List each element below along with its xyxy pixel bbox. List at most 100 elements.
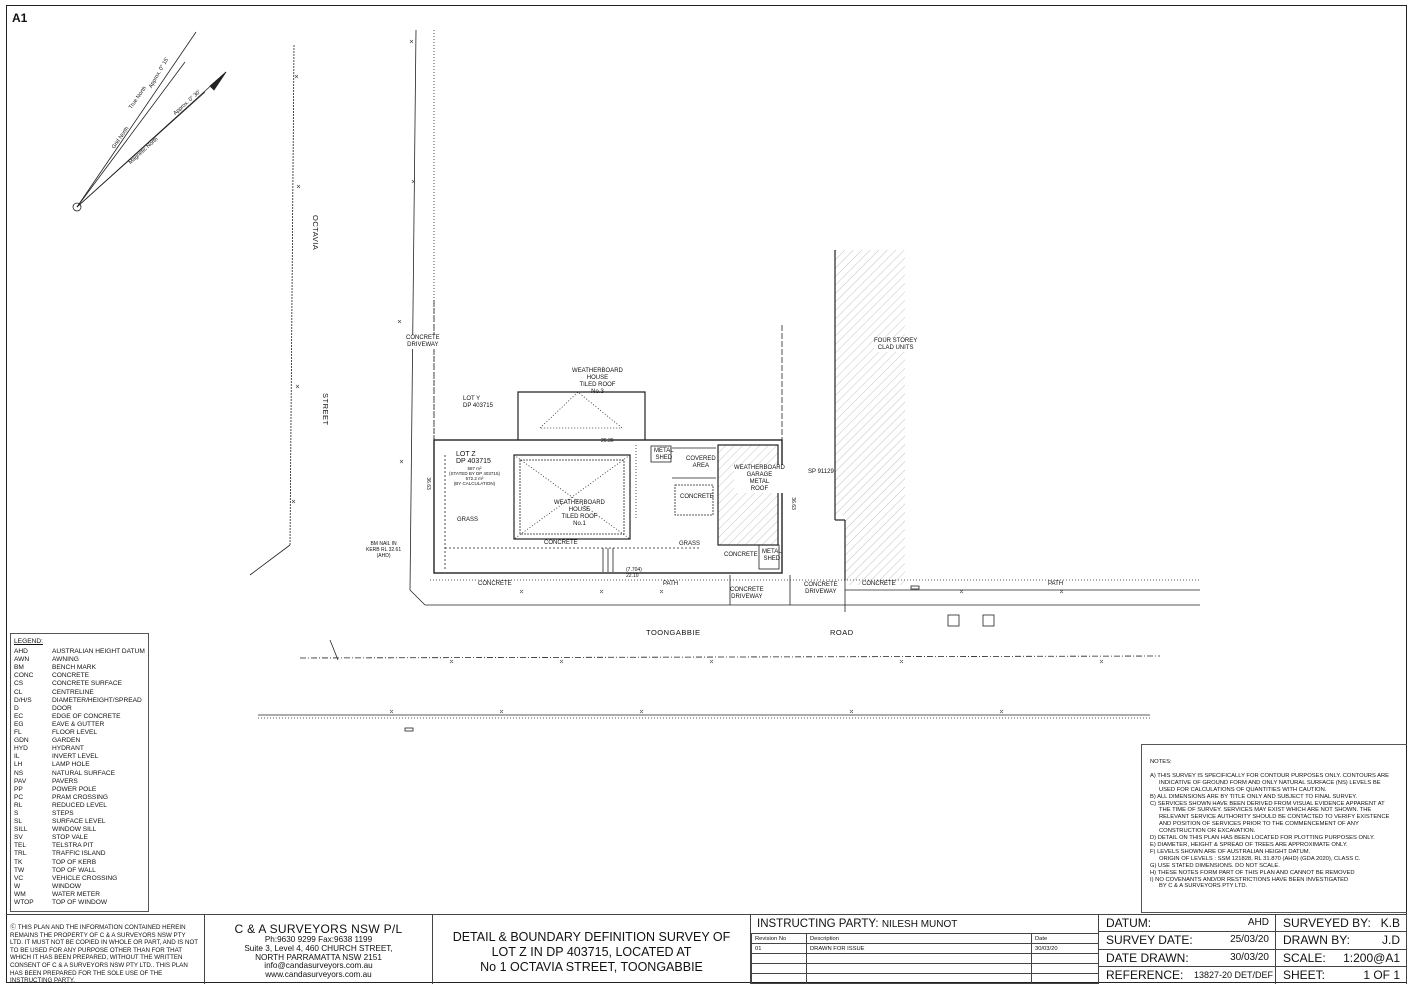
legend-desc: STEPS	[52, 809, 74, 817]
company-web: www.candasurveyors.com.au	[265, 970, 372, 980]
legend-abbr: SL	[14, 818, 23, 826]
concrete-label-4: CONCRETE	[478, 581, 512, 587]
revision-table: Revision No Description Date 01 DRAWN FO…	[751, 933, 1099, 984]
rev-row-rev: 01	[751, 943, 807, 954]
reference-value: 13827-20 DET/DEF	[1193, 969, 1273, 980]
legend-abbr: D/H/S	[14, 696, 32, 704]
title-block: Ⓒ THIS PLAN AND THE INFORMATION CONTAINE…	[6, 914, 1407, 984]
dim-right-label: 36.63	[789, 497, 796, 510]
note-line: THE TIME OF SURVEY. SERVICES MAY EXIST W…	[1159, 807, 1372, 814]
datum-label: DATUM:	[1106, 916, 1152, 930]
date-drawn-value: 30/03/20	[1230, 951, 1269, 963]
legend-abbr: GDN	[14, 737, 29, 745]
survey-title: DETAIL & BOUNDARY DEFINITION SURVEY OF L…	[433, 915, 751, 984]
note-line: A) THIS SURVEY IS SPECIFICALLY FOR CONTO…	[1150, 772, 1390, 779]
legend-row: GDN GARDEN	[14, 737, 145, 745]
concrete-label-2: CONCRETE	[544, 540, 578, 546]
legend-desc: FLOOR LEVEL	[52, 729, 98, 737]
company-address-2: NORTH PARRAMATTA NSW 2151	[255, 952, 382, 962]
concrete-label-3: CONCRETE	[724, 552, 758, 558]
legend-abbr: CONC	[14, 672, 34, 680]
concrete-label-1: CONCRETE	[680, 494, 714, 500]
legend-abbr: WTOP	[14, 899, 34, 906]
legend-abbr: AHD	[14, 648, 28, 656]
street-name-road: ROAD	[830, 628, 854, 637]
legend-desc: TOP OF WALL	[52, 866, 96, 874]
legend-desc: NATURAL SURFACE	[52, 769, 116, 777]
legend-abbr: EG	[14, 720, 24, 728]
street-name-octavia: OCTAVIA	[311, 215, 320, 251]
company-block: C & A SURVEYORS NSW P/L Ph:9630 9299 Fax…	[205, 915, 433, 984]
copyright-notice: Ⓒ THIS PLAN AND THE INFORMATION CONTAINE…	[6, 915, 205, 984]
legend-abbr: WM	[14, 890, 26, 898]
legend-desc: CONCRETE	[52, 672, 89, 680]
legend-row: CS CONCRETE SURFACE	[14, 680, 145, 688]
legend-desc: PRAM CROSSING	[52, 793, 109, 801]
rev-header-desc: Description	[806, 933, 1032, 944]
legend-desc: CENTRELINE	[52, 688, 94, 696]
legend-abbr: VC	[14, 874, 24, 882]
note-line: CONSTRUCTION OR EXCAVATION.	[1159, 828, 1256, 835]
legend-desc: AUSTRALIAN HEIGHT DATUM	[52, 648, 145, 656]
sheet-size: A1	[12, 11, 28, 25]
note-line: F) LEVELS SHOWN ARE OF AUSTRALIAN HEIGHT…	[1150, 848, 1311, 855]
legend-abbr: CS	[14, 680, 24, 688]
legend-abbr: TEL	[14, 842, 27, 850]
legend-abbr: CL	[14, 688, 23, 696]
legend-abbr: HYD	[14, 745, 28, 753]
path-label-2: PATH	[1048, 581, 1064, 587]
rev-row-date: 30/03/20	[1031, 943, 1099, 954]
legend-row: PAV PAVERS	[14, 778, 145, 786]
legend-abbr: W	[14, 882, 21, 890]
legend-abbr: PC	[14, 793, 24, 801]
legend-desc: PAVERS	[52, 777, 78, 785]
note-line: I) NO COVENANTS AND/OR RESTRICTIONS HAVE…	[1150, 876, 1349, 883]
legend-abbr: IL	[14, 753, 20, 761]
legend-desc: STOP VALE	[52, 834, 88, 842]
legend-abbr: SV	[14, 834, 23, 842]
legend-desc: TOP OF KERB	[52, 858, 97, 866]
legend-row: AHD AUSTRALIAN HEIGHT DATUM	[14, 648, 145, 656]
note-line: D) DETAIL ON THIS PLAN HAS BEEN LOCATED …	[1150, 835, 1375, 842]
note-line: AND POSITION OF SERVICES PRIOR TO THE CO…	[1159, 821, 1359, 828]
instructing-label: INSTRUCTING PARTY:	[757, 918, 879, 930]
company-email: info@candasurveyors.com.au	[264, 961, 373, 971]
dim-bottom-bracket: (7.704)	[626, 567, 642, 573]
legend-desc: WATER METER	[52, 890, 100, 898]
note-line: RELEVANT SERVICE AUTHORITY SHOULD BE CON…	[1159, 814, 1390, 821]
survey-date-value: 25/03/20	[1230, 934, 1269, 946]
legend-desc: CONCRETE SURFACE	[52, 680, 122, 688]
surveyed-by-label: SURVEYED BY:	[1283, 916, 1371, 930]
legend-abbr: PAV	[14, 777, 27, 785]
legend-desc: GARDEN	[52, 737, 81, 745]
legend-row: SV STOP VALE	[14, 834, 145, 842]
drawn-by-label: DRAWN BY:	[1283, 933, 1350, 948]
lot-z-label: LOT Z DP 403715	[456, 451, 491, 465]
signoff-block: SURVEYED BY:K.B DRAWN BY:J.D SCALE:1:200…	[1276, 915, 1407, 984]
legend-title: LEGEND:	[14, 638, 43, 645]
rev-header-date: Date	[1031, 933, 1099, 944]
legend-abbr: LH	[14, 761, 23, 769]
company-phone: Ph:9630 9299 Fax:9638 1199	[264, 935, 373, 944]
legend-abbr: BM	[14, 664, 24, 672]
legend-desc: BENCH MARK	[52, 664, 96, 672]
legend-desc: DIAMETER/HEIGHT/SPREAD	[52, 696, 142, 704]
legend-desc: AWNING	[52, 656, 79, 664]
legend-abbr: TK	[14, 858, 23, 866]
legend-abbr: TRL	[14, 850, 27, 858]
note-line: E) DIAMETER, HEIGHT & SPREAD OF TREES AR…	[1150, 841, 1348, 848]
